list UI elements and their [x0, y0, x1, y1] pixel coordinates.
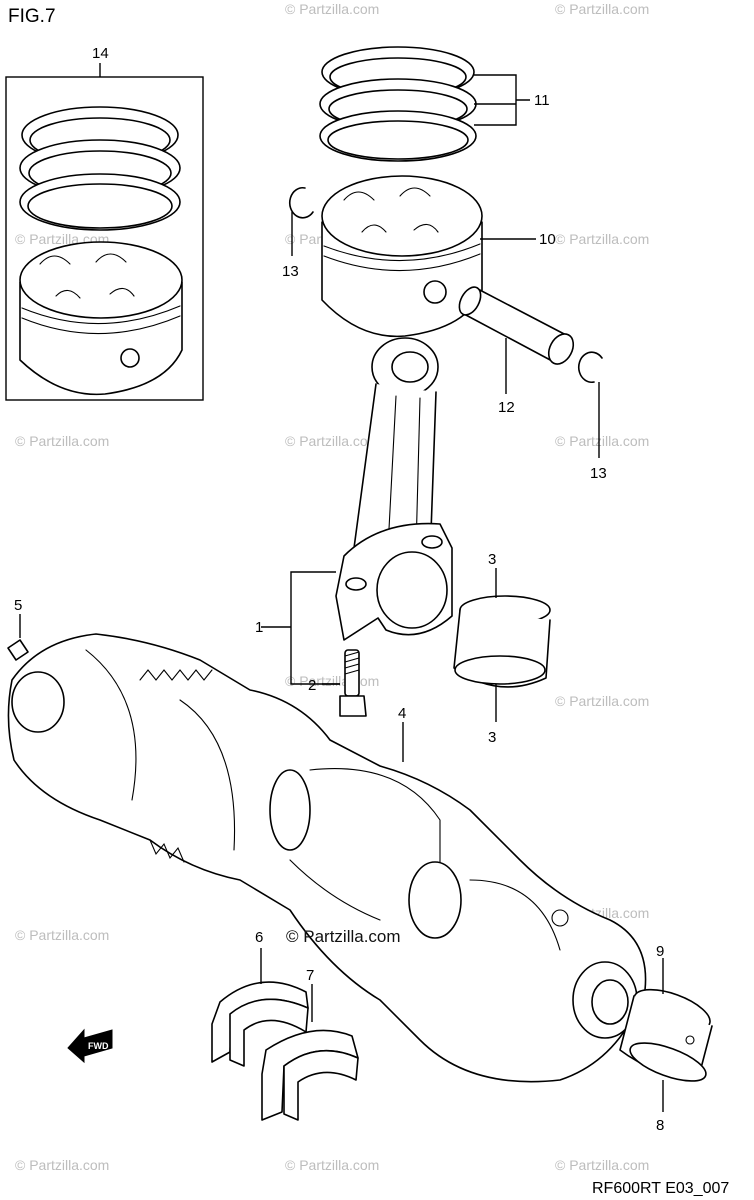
watermark: © Partzilla.com — [555, 231, 649, 247]
callout-1: 1 — [255, 619, 263, 636]
part-9-crankshaft-bearing[interactable] — [619, 958, 715, 1089]
part-10-piston[interactable] — [321, 175, 536, 338]
callout-3-bottom: 3 — [488, 729, 496, 746]
callout-12: 12 — [498, 399, 515, 416]
callout-14: 14 — [92, 45, 109, 62]
part-6-crankshaft-bearing[interactable] — [211, 948, 309, 1067]
watermark: © Partzilla.com — [285, 1, 379, 17]
watermark: © Partzilla.com — [15, 1157, 109, 1173]
watermark: © Partzilla.com — [555, 433, 649, 449]
callout-13-right: 13 — [590, 465, 607, 482]
callout-13-left: 13 — [282, 263, 299, 280]
callout-5: 5 — [14, 597, 22, 614]
callout-2: 2 — [308, 677, 316, 694]
part-12-piston-pin[interactable] — [455, 284, 578, 394]
part-1-connecting-rod[interactable] — [261, 337, 453, 685]
part-2-rod-bolt[interactable] — [322, 649, 367, 717]
callout-3-top: 3 — [488, 551, 496, 568]
part-7-crankshaft-bearing[interactable] — [261, 984, 359, 1121]
part-14-piston-set[interactable] — [5, 63, 204, 401]
callout-8: 8 — [656, 1117, 664, 1134]
watermark: © Partzilla.com — [555, 1157, 649, 1173]
callout-9: 9 — [656, 943, 664, 960]
watermark: © Partzilla.com — [15, 927, 109, 943]
watermark: © Partzilla.com — [555, 693, 649, 709]
watermark: © Partzilla.com — [285, 1157, 379, 1173]
part-13-circlip-right[interactable] — [577, 351, 603, 458]
watermark: © Partzilla.com — [15, 433, 109, 449]
watermark: © Partzilla.com — [285, 673, 379, 689]
callout-6: 6 — [255, 929, 263, 946]
part-14-box — [5, 76, 204, 401]
piston-rings-14 — [19, 106, 181, 231]
callout-10: 10 — [539, 231, 556, 248]
fwd-direction-arrow: FWD — [67, 1028, 113, 1064]
piston-14 — [19, 241, 183, 396]
diagram-code: RF600RT E03_007 — [592, 1180, 729, 1197]
part-3-conrod-bearing[interactable] — [453, 568, 551, 722]
part-5-dowel-pin[interactable] — [7, 614, 29, 661]
watermark: © Partzilla.com — [285, 433, 379, 449]
callout-7: 7 — [306, 967, 314, 984]
fwd-label: FWD — [88, 1041, 109, 1051]
part-13-circlip-left[interactable] — [288, 186, 314, 256]
part-11-piston-rings[interactable] — [319, 46, 530, 162]
watermark: © Partzilla.com — [555, 1, 649, 17]
callout-4: 4 — [398, 705, 406, 722]
center-watermark: © Partzilla.com — [286, 927, 401, 946]
callout-11: 11 — [534, 92, 550, 109]
figure-title: FIG.7 — [8, 6, 56, 27]
part-4-crankshaft[interactable] — [7, 633, 647, 1083]
